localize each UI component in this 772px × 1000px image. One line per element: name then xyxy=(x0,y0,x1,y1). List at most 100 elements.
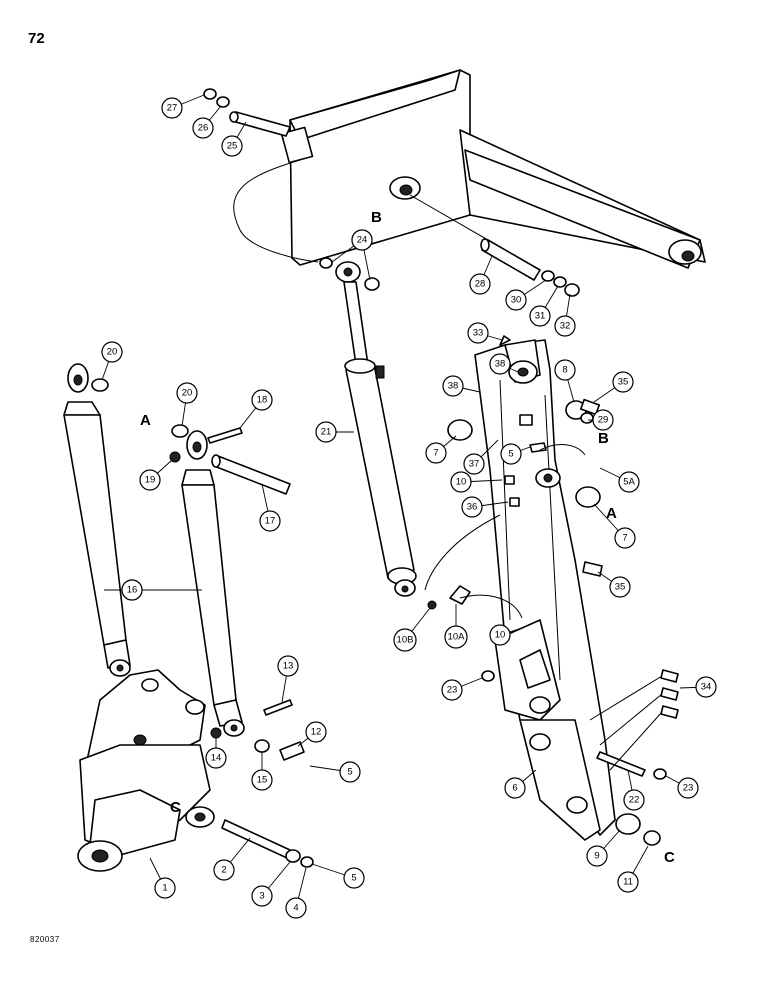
callout-label-32: 32 xyxy=(560,321,571,332)
callout-bubble-1 xyxy=(154,877,176,899)
pin-2 xyxy=(221,819,291,859)
cylinder-16-left xyxy=(63,363,131,677)
ring-32 xyxy=(564,283,580,297)
washer-20a xyxy=(91,378,109,392)
boom-pin-25 xyxy=(229,111,291,137)
callout-label-15: 15 xyxy=(257,775,268,786)
ref-letter-b-boom: B xyxy=(371,209,382,226)
washer-31 xyxy=(553,276,567,288)
callout-label-27: 27 xyxy=(167,103,178,114)
callout-label-9: 9 xyxy=(594,851,599,862)
callout-label-5a: 5A xyxy=(623,477,635,488)
callout-bubble-6 xyxy=(504,777,526,799)
callout-bubble-4 xyxy=(285,897,307,919)
ref-letter-a-cyl: A xyxy=(140,412,151,429)
callout-bubble-36 xyxy=(461,496,483,518)
bracket-10 xyxy=(519,649,551,689)
pin-12 xyxy=(279,741,305,761)
callout-bubble-22 xyxy=(623,789,645,811)
callout-bubble-7 xyxy=(425,442,447,464)
ring-23a xyxy=(481,670,495,682)
washer-24a xyxy=(319,257,333,269)
callout-bubble-20 xyxy=(176,382,198,404)
callout-bubble-3 xyxy=(251,885,273,907)
callout-label-23: 23 xyxy=(683,783,694,794)
callout-bubbles: 2726252424283031322020181917211616131214… xyxy=(101,94,717,919)
callout-label-38: 38 xyxy=(448,381,459,392)
shim-29 xyxy=(580,412,594,424)
washer-3 xyxy=(285,849,301,863)
callout-label-1: 1 xyxy=(162,883,167,894)
callout-bubble-10b xyxy=(393,628,417,652)
ring-27 xyxy=(203,88,217,100)
callout-bubble-10a xyxy=(444,625,468,649)
ring-4 xyxy=(300,856,314,868)
callout-label-5: 5 xyxy=(347,767,352,778)
cylinder-21 xyxy=(335,261,417,597)
callout-bubble-7 xyxy=(614,527,636,549)
callout-label-28: 28 xyxy=(475,279,486,290)
callout-bubble-38 xyxy=(442,375,464,397)
callout-label-35: 35 xyxy=(615,582,626,593)
fitting-33 xyxy=(499,335,511,346)
washer-20b xyxy=(171,424,189,438)
callout-label-14: 14 xyxy=(211,753,222,764)
ring-23b xyxy=(653,768,667,780)
callout-label-12: 12 xyxy=(311,727,322,738)
callout-bubble-19 xyxy=(139,469,161,491)
callout-bubble-10 xyxy=(489,624,511,646)
pin-22 xyxy=(596,751,646,777)
arrow-leader-c xyxy=(539,444,586,456)
callout-label-10b: 10B xyxy=(397,635,414,646)
callout-label-10a: 10A xyxy=(448,632,466,643)
callout-label-20: 20 xyxy=(182,388,193,399)
callout-bubble-11 xyxy=(617,871,639,893)
bushing-9 xyxy=(615,813,641,835)
bushing-7b xyxy=(575,486,601,508)
callout-bubble-18 xyxy=(251,389,273,411)
callout-label-22: 22 xyxy=(629,795,640,806)
callout-bubble-12 xyxy=(305,721,327,743)
callout-bubble-10 xyxy=(450,471,472,493)
callout-label-24: 24 xyxy=(357,235,368,246)
callout-label-19: 19 xyxy=(145,475,156,486)
callout-bubble-2 xyxy=(213,859,235,881)
callout-bubble-24 xyxy=(351,229,373,251)
callout-label-29: 29 xyxy=(598,415,609,426)
callout-bubble-33 xyxy=(467,322,489,344)
plate-35b xyxy=(582,561,603,577)
nut-14 xyxy=(210,727,222,739)
plate-35 xyxy=(579,398,601,416)
callout-bubble-34 xyxy=(695,676,717,698)
callout-label-21: 21 xyxy=(321,427,332,438)
callout-bubble-16 xyxy=(121,579,143,601)
swing-tower-1 xyxy=(77,669,215,872)
callout-label-31: 31 xyxy=(535,311,546,322)
callout-bubble-23 xyxy=(677,777,699,799)
shims-34 xyxy=(589,669,679,771)
washer-26 xyxy=(216,96,230,108)
bolt-13 xyxy=(263,699,293,716)
callout-label-7: 7 xyxy=(622,533,627,544)
callout-bubble-27 xyxy=(161,97,183,119)
boom xyxy=(233,69,706,271)
callout-bubble-9 xyxy=(586,845,608,867)
ref-letter-c-arm: C xyxy=(664,849,675,866)
washer-11 xyxy=(643,830,661,846)
callout-label-6: 6 xyxy=(512,783,517,794)
arrow-leader-b xyxy=(459,594,523,619)
callout-label-5: 5 xyxy=(351,873,356,884)
callout-label-7: 7 xyxy=(433,448,438,459)
nut-19 xyxy=(169,451,181,463)
callout-label-17: 17 xyxy=(265,516,276,527)
callout-label-8: 8 xyxy=(562,365,567,376)
washer-30 xyxy=(541,270,555,282)
cylinder-16-right xyxy=(181,430,245,737)
callout-label-33: 33 xyxy=(473,328,484,339)
callout-label-20: 20 xyxy=(107,347,118,358)
callout-bubble-5 xyxy=(339,761,361,783)
callout-label-30: 30 xyxy=(511,295,522,306)
callout-bubble-5 xyxy=(343,867,365,889)
pin-28 xyxy=(480,238,541,281)
callout-bubble-35 xyxy=(612,371,634,393)
